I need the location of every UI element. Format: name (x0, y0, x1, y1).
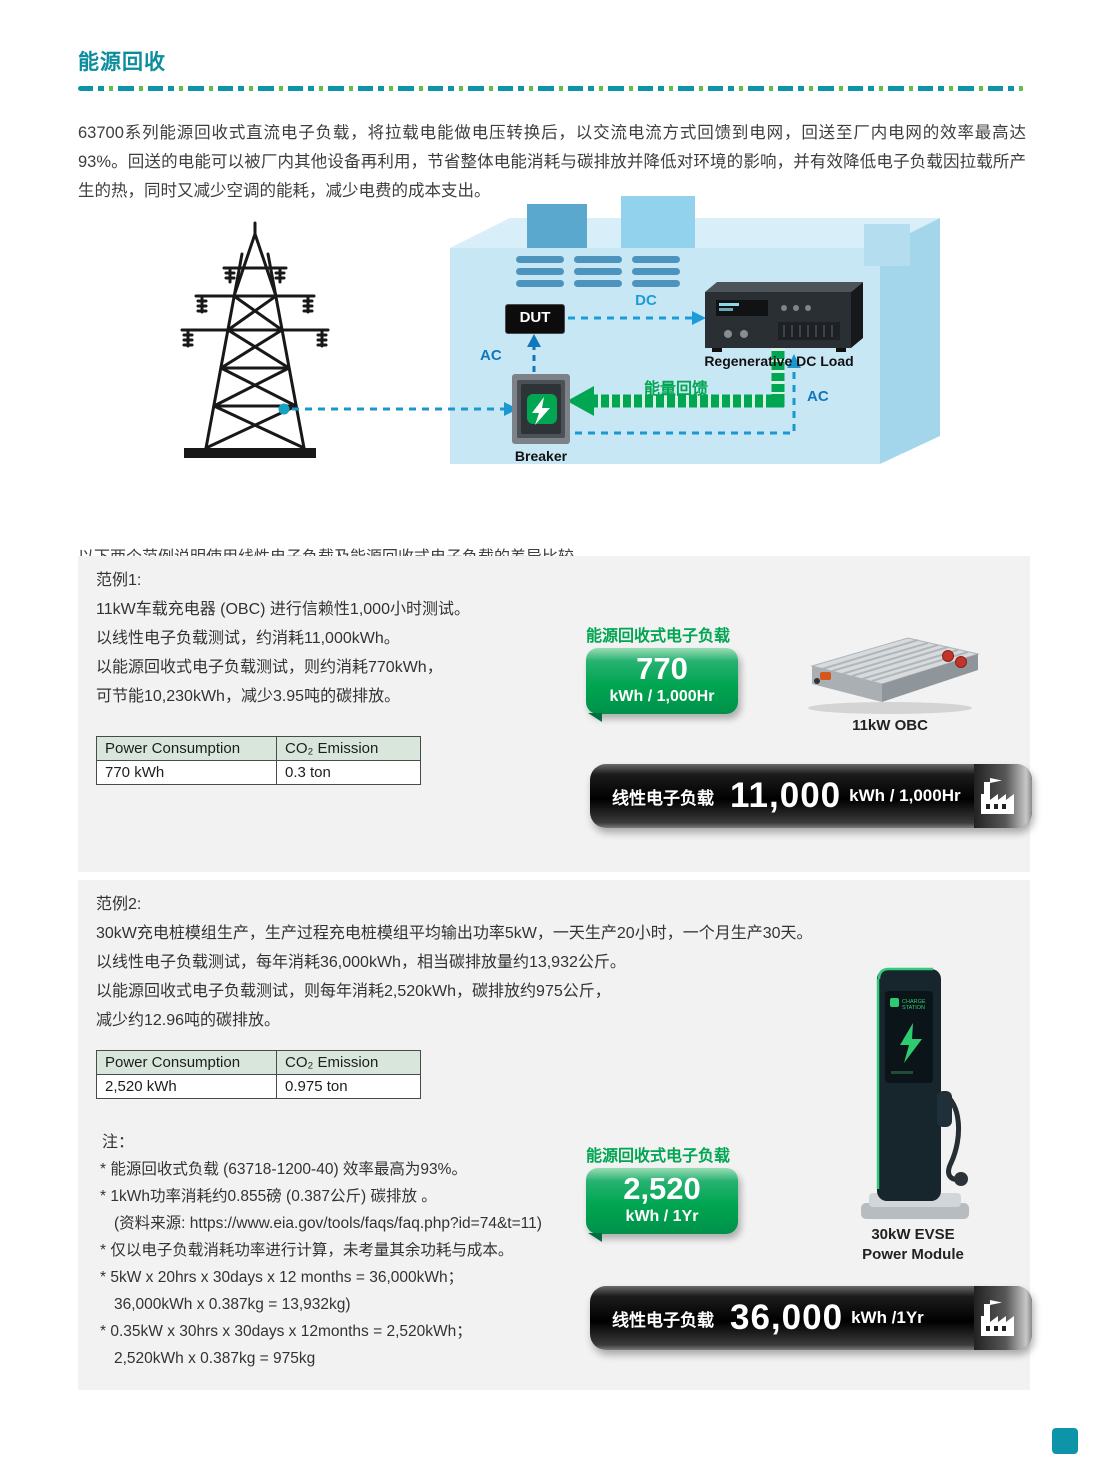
note-line: 2,520kWh x 0.387kg = 975kg (114, 1350, 316, 1367)
breaker-caption: Breaker (514, 448, 568, 464)
badge-value: 2,520 (623, 1171, 701, 1206)
tower-ground-bar (184, 448, 316, 458)
example2-panel: 范例2: 30kW充电桩模组生产，生产过程充电桩模组平均输出功率5kW，一天生产… (78, 880, 1032, 1390)
footer-page-marker (1052, 1428, 1078, 1454)
page-title: 能源回收 (78, 51, 166, 74)
note-line: * 1kWh功率消耗约0.855磅 (0.387公斤) 碳排放 。 (100, 1188, 437, 1205)
ac-right-label: AC (807, 388, 829, 405)
text-line: 以线性电子负载测试，每年消耗36,000kWh，相当碳排放量约13,932公斤。 (96, 954, 626, 971)
table-row: 770 kWh 0.3 ton (96, 760, 421, 785)
bolt-icon (532, 397, 550, 425)
table-header-co2: CO₂ Emission (276, 1050, 421, 1075)
bolt-icon (900, 1023, 922, 1063)
note-line: * 仅以电子负载消耗功率进行计算，未考量其余功耗与成本。 (100, 1242, 514, 1259)
notes-heading: 注： (102, 1134, 135, 1151)
regen-load-label: 能源回收式电子负载 (586, 1148, 731, 1165)
note-line: * 5kW x 20hrs x 30days x 12 months = 36,… (100, 1269, 464, 1286)
table-header-power: Power Consumption (96, 736, 277, 761)
banner-value: 11,000 (730, 776, 842, 815)
table-cell-power: 2,520 kWh (96, 1074, 277, 1099)
breaker-device (512, 374, 570, 444)
badge-unit: kWh / 1,000Hr (609, 688, 715, 705)
table-cell-co2: 0.975 ton (276, 1074, 421, 1099)
banner-label: 线性电子负载 (612, 1310, 714, 1330)
text-line: 可节能10,230kWh，减少3.95吨的碳排放。 (96, 688, 401, 705)
dc-arrow (568, 311, 706, 325)
evse-screen-text: CHARGE (902, 999, 926, 1005)
table-header-power: Power Consumption (96, 1050, 277, 1075)
regen-load-label: 能源回收式电子负载 (586, 628, 731, 645)
table-header-co2: CO₂ Emission (276, 736, 421, 761)
dc-label: DC (635, 292, 657, 309)
badge-value: 770 (636, 651, 688, 686)
notes-list: * 能源回收式负载 (63718-1200-40) 效率最高为93%。 * 1k… (100, 1156, 542, 1372)
text-line: 以能源回收式电子负载测试，则每年消耗2,520kWh，碳排放约975公斤， (96, 983, 611, 1000)
badge-unit: kWh / 1Yr (625, 1208, 699, 1225)
text-line: 以能源回收式电子负载测试，则约消耗770kWh， (96, 659, 443, 676)
energy-feedback-label: 能量回馈 (644, 381, 709, 398)
evse-screen-text: STATION (902, 1005, 925, 1011)
table-cell-power: 770 kWh (96, 760, 277, 785)
obc-caption: 11kW OBC (852, 717, 928, 734)
factory-icon (981, 1300, 1014, 1336)
transmission-tower-graphic (180, 221, 330, 450)
example1-consumption-table: Power Consumption CO₂ Emission 770 kWh 0… (96, 736, 421, 785)
banner-unit: kWh /1Yr (851, 1308, 924, 1327)
factory-icon (981, 778, 1014, 814)
regen-consumption-badge: 770 kWh / 1,000Hr (586, 648, 738, 722)
table-cell-co2: 0.3 ton (276, 760, 421, 785)
example1-text: 11kW车载充电器 (OBC) 进行信赖性1,000小时测试。 以线性电子负载测… (96, 595, 470, 711)
building-vent-slats (516, 256, 680, 287)
intro-paragraph: 63700系列能源回收式直流电子负载，将拉载电能做电压转换后，以交流电流方式回馈… (78, 123, 1026, 200)
linear-load-banner: 线性电子负载 11,000 kWh / 1,000Hr (590, 764, 1032, 828)
linear-load-banner: 线性电子负载 36,000 kWh /1Yr (590, 1286, 1032, 1350)
diagram-graphic (180, 196, 940, 464)
regen-dc-load-caption: Regenerative DC Load (704, 353, 854, 369)
note-line: 36,000kWh x 0.387kg = 13,932kg) (114, 1296, 351, 1313)
text-line: 30kW充电桩模组生产，生产过程充电桩模组平均输出功率5kW，一天生产20小时，… (96, 925, 813, 942)
evse-caption: 30kW EVSE Power Module (813, 1225, 1013, 1265)
note-line: * 能源回收式负载 (63718-1200-40) 效率最高为93%。 (100, 1161, 467, 1178)
banner-unit: kWh / 1,000Hr (849, 786, 961, 805)
text-line: 减少约12.96吨的碳排放。 (96, 1012, 281, 1029)
regen-dc-load-device (705, 282, 863, 352)
table-row: 2,520 kWh 0.975 ton (96, 1074, 421, 1099)
energy-feedback-arrow (567, 348, 785, 416)
regen-consumption-badge: 2,520 kWh / 1Yr (586, 1168, 738, 1242)
dut-box: DUT (505, 304, 565, 334)
energy-recovery-diagram: DUT DC AC 能量回馈 AC Regenerative DC Load B… (78, 196, 1024, 522)
grid-line (278, 402, 518, 416)
evse-device-image: CHARGE STATION (861, 967, 969, 1219)
ac-right-arrow (575, 354, 801, 435)
evse-caption-line: Power Module (862, 1246, 964, 1263)
ac-left-label: AC (480, 347, 502, 364)
text-line: 11kW车载充电器 (OBC) 进行信赖性1,000小时测试。 (96, 601, 470, 618)
title-dotted-divider (78, 86, 1024, 91)
text-line: 以线性电子负载测试，约消耗11,000kWh。 (96, 630, 400, 647)
ac-left-arrow (527, 334, 541, 372)
banner-value: 36,000 (730, 1298, 844, 1337)
evse-caption-line: 30kW EVSE (871, 1226, 955, 1243)
example1-panel: 范例1: 11kW车载充电器 (OBC) 进行信赖性1,000小时测试。 以线性… (78, 556, 1032, 872)
example2-consumption-table: Power Consumption CO₂ Emission 2,520 kWh… (96, 1050, 421, 1099)
example2-heading: 范例2: (96, 896, 142, 913)
note-line: (资料来源: https://www.eia.gov/tools/faqs/fa… (114, 1215, 542, 1232)
example1-heading: 范例1: (96, 572, 142, 589)
example2-text: 30kW充电桩模组生产，生产过程充电桩模组平均输出功率5kW，一天生产20小时，… (96, 919, 813, 1035)
note-line: * 0.35kW x 30hrs x 30days x 12months = 2… (100, 1323, 472, 1340)
banner-label: 线性电子负载 (612, 788, 714, 808)
obc-device-image (808, 637, 980, 714)
